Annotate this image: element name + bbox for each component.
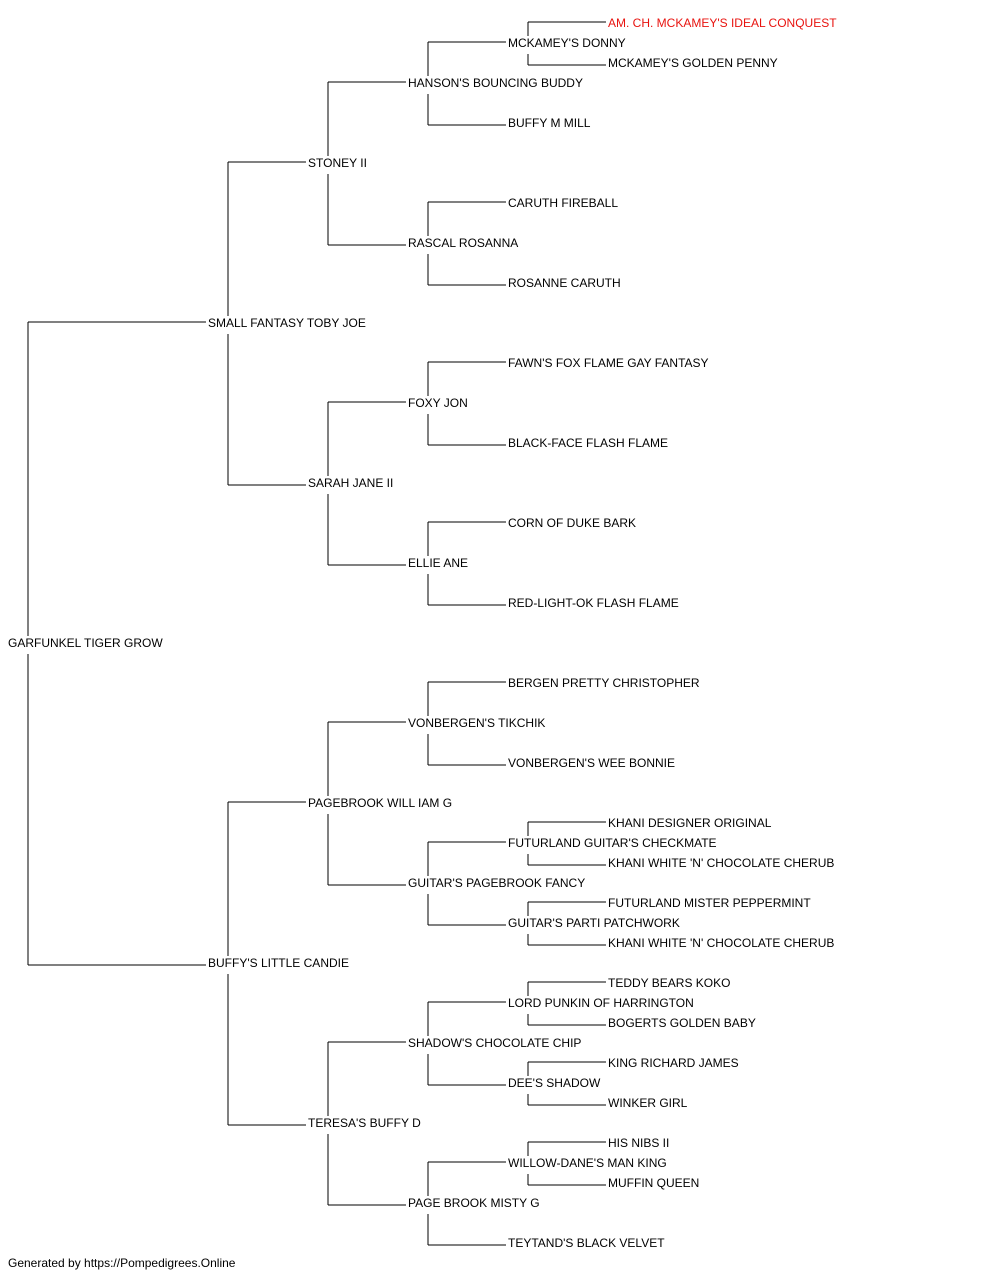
pedigree-ancestor-name: BERGEN PRETTY CHRISTOPHER: [508, 676, 700, 690]
pedigree-ancestor-name: BLACK-FACE FLASH FLAME: [508, 436, 668, 450]
pedigree-ancestor-name: LORD PUNKIN OF HARRINGTON: [508, 996, 694, 1010]
pedigree-ancestor-name: PAGEBROOK WILL IAM G: [308, 796, 452, 810]
pedigree-ancestor-name: TEYTAND'S BLACK VELVET: [508, 1236, 665, 1250]
pedigree-ancestor-name: KHANI WHITE 'N' CHOCOLATE CHERUB: [608, 936, 834, 950]
pedigree-ancestor-name: RASCAL ROSANNA: [408, 236, 518, 250]
pedigree-ancestor-name: CORN OF DUKE BARK: [508, 516, 636, 530]
pedigree-ancestor-name: SHADOW'S CHOCOLATE CHIP: [408, 1036, 581, 1050]
pedigree-ancestor-name: HIS NIBS II: [608, 1136, 669, 1150]
pedigree-ancestor-name: RED-LIGHT-OK FLASH FLAME: [508, 596, 679, 610]
pedigree-ancestor-name: STONEY II: [308, 156, 367, 170]
pedigree-ancestor-name: SMALL FANTASY TOBY JOE: [208, 316, 366, 330]
pedigree-ancestor-name: MUFFIN QUEEN: [608, 1176, 699, 1190]
pedigree-subject-name: GARFUNKEL TIGER GROW: [8, 636, 163, 650]
pedigree-ancestor-name: ELLIE ANE: [408, 556, 468, 570]
pedigree-ancestor-name: WILLOW-DANE'S MAN KING: [508, 1156, 667, 1170]
pedigree-ancestor-name: FAWN'S FOX FLAME GAY FANTASY: [508, 356, 709, 370]
pedigree-ancestor-name: BUFFY M MILL: [508, 116, 591, 130]
pedigree-ancestor-name: SARAH JANE II: [308, 476, 393, 490]
pedigree-ancestor-name: GUITAR'S PARTI PATCHWORK: [508, 916, 680, 930]
pedigree-ancestor-name: BOGERTS GOLDEN BABY: [608, 1016, 756, 1030]
pedigree-ancestor-name: MCKAMEY'S GOLDEN PENNY: [608, 56, 778, 70]
footer-credit: Generated by https://Pompedigrees.Online: [8, 1256, 236, 1270]
pedigree-ancestor-name: FOXY JON: [408, 396, 468, 410]
pedigree-ancestor-name: DEE'S SHADOW: [508, 1076, 601, 1090]
pedigree-ancestor-name: MCKAMEY'S DONNY: [508, 36, 626, 50]
pedigree-ancestor-name: KHANI WHITE 'N' CHOCOLATE CHERUB: [608, 856, 834, 870]
pedigree-labels: GARFUNKEL TIGER GROW SMALL FANTASY TOBY J…: [8, 16, 837, 1250]
pedigree-ancestor-name: BUFFY'S LITTLE CANDIE: [208, 956, 349, 970]
pedigree-ancestor-name: KHANI DESIGNER ORIGINAL: [608, 816, 772, 830]
pedigree-ancestor-name: ROSANNE CARUTH: [508, 276, 621, 290]
pedigree-ancestor-name: PAGE BROOK MISTY G: [408, 1196, 540, 1210]
pedigree-ancestor-name: VONBERGEN'S TIKCHIK: [408, 716, 545, 730]
pedigree-connectors: [27, 21, 606, 1246]
pedigree-ancestor-name: WINKER GIRL: [608, 1096, 688, 1110]
pedigree-ancestor-name: FUTURLAND GUITAR'S CHECKMATE: [508, 836, 717, 850]
pedigree-ancestor-name: HANSON'S BOUNCING BUDDY: [408, 76, 583, 90]
pedigree-ancestor-name: FUTURLAND MISTER PEPPERMINT: [608, 896, 811, 910]
pedigree-ancestor-name: GUITAR'S PAGEBROOK FANCY: [408, 876, 585, 890]
pedigree-ancestor-name: AM. CH. MCKAMEY'S IDEAL CONQUEST: [608, 16, 837, 30]
pedigree-ancestor-name: TERESA'S BUFFY D: [308, 1116, 421, 1130]
pedigree-ancestor-name: TEDDY BEARS KOKO: [608, 976, 730, 990]
pedigree-ancestor-name: VONBERGEN'S WEE BONNIE: [508, 756, 675, 770]
pedigree-ancestor-name: KING RICHARD JAMES: [608, 1056, 739, 1070]
pedigree-ancestor-name: CARUTH FIREBALL: [508, 196, 618, 210]
